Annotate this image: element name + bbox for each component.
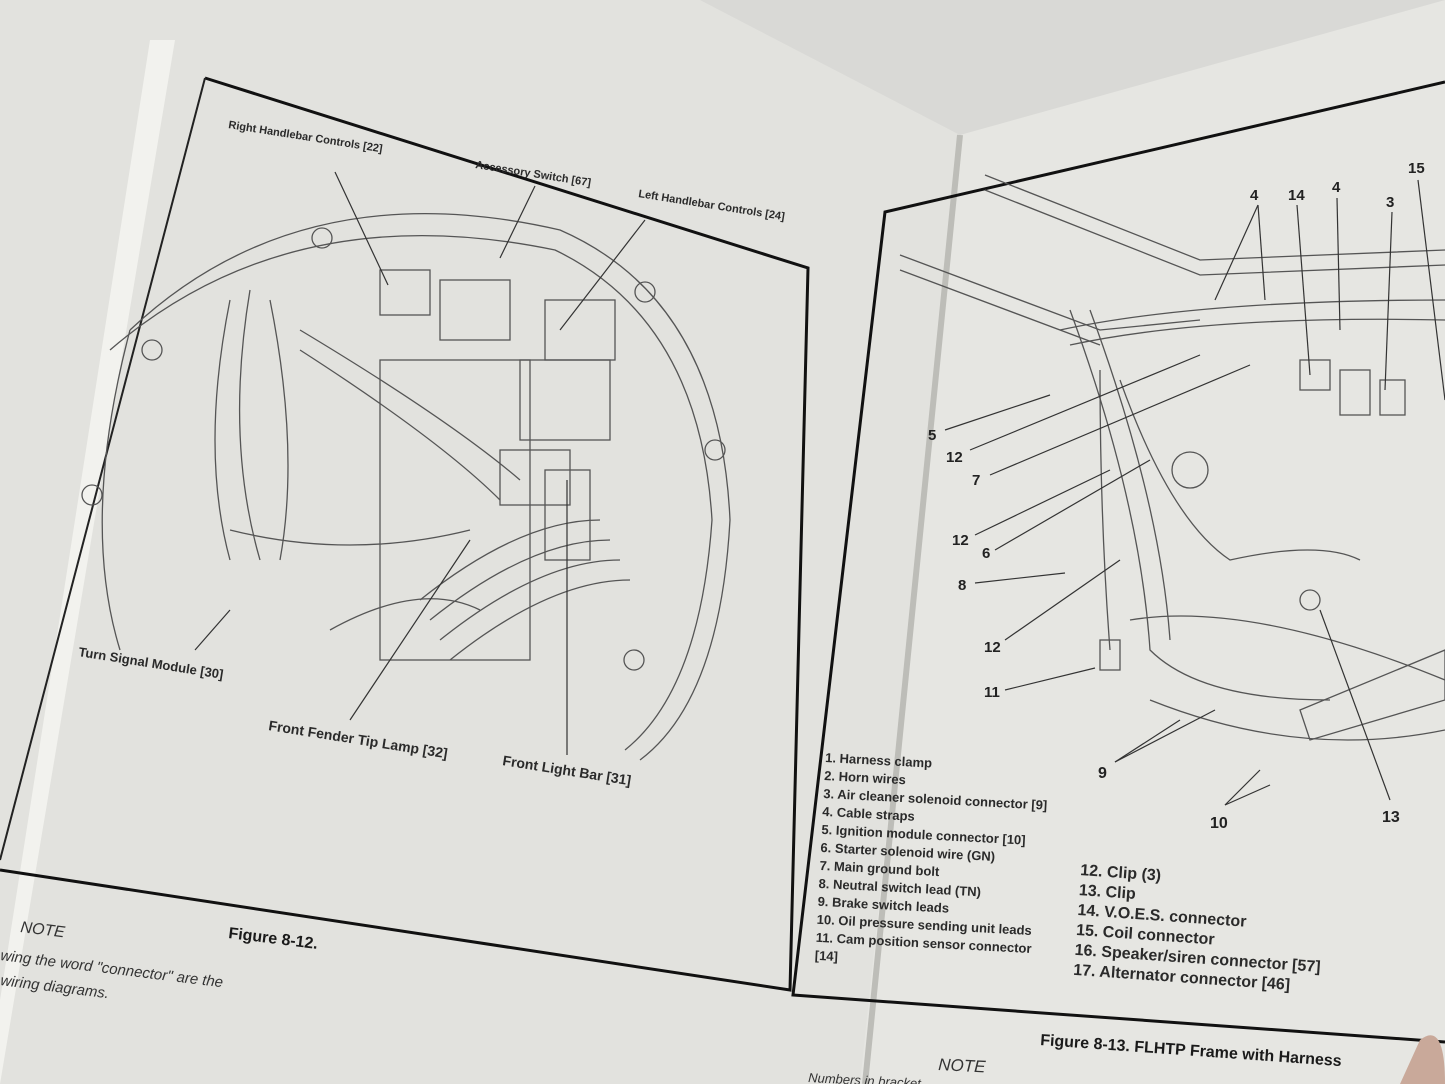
legend-item: 4. Cable straps <box>822 804 915 824</box>
callout-number: 12 <box>952 532 969 549</box>
book-spine <box>862 134 963 1084</box>
legend-item: 2. Horn wires <box>824 768 906 787</box>
figure-8-12-left-border <box>0 77 206 861</box>
left-page <box>0 0 960 1084</box>
callout-number: 4 <box>1250 187 1259 204</box>
left-leader-lines <box>194 171 646 755</box>
thumb <box>1400 1035 1445 1084</box>
page-edge <box>0 40 175 1084</box>
callout-number: 6 <box>982 545 990 562</box>
callout-number: 12 <box>984 639 1001 656</box>
callout-number: 4 <box>1332 179 1341 196</box>
right-leader-lines <box>944 179 1445 806</box>
callout-number: 5 <box>928 427 936 444</box>
callout-number: 13 <box>1382 809 1400 826</box>
left-note-heading: NOTE <box>20 919 67 941</box>
right-callout-numbers: 4 14 4 15 3 5 12 7 12 6 8 12 11 9 10 13 <box>928 160 1425 832</box>
legend-item: 1. Harness clamp <box>825 750 933 771</box>
legend-item: 7. Main ground bolt <box>819 858 940 879</box>
legend-item: [14] <box>814 948 838 964</box>
right-note-heading: NOTE <box>938 1055 987 1076</box>
right-note-text: Numbers in bracket <box>808 1070 923 1084</box>
legend-item: 12. Clip (3) <box>1080 862 1162 885</box>
legend-item: 13. Clip <box>1078 882 1136 903</box>
figure-8-12-frame <box>0 76 810 992</box>
callout-number: 3 <box>1386 194 1394 211</box>
callout-number: 7 <box>972 472 980 489</box>
callout-number: 15 <box>1408 160 1425 177</box>
callout-number: 11 <box>984 684 1000 701</box>
figure-8-13-frame <box>791 80 1445 1044</box>
legend-item: 9. Brake switch leads <box>817 894 949 916</box>
frame-harness-drawing <box>899 174 1445 741</box>
callout-number: 12 <box>946 449 963 466</box>
callout-number: 14 <box>1288 187 1305 204</box>
callout-number: 8 <box>958 577 966 594</box>
fairing-wiring-drawing <box>81 212 731 761</box>
callout-number: 10 <box>1210 815 1228 832</box>
callout-number: 9 <box>1098 765 1107 782</box>
